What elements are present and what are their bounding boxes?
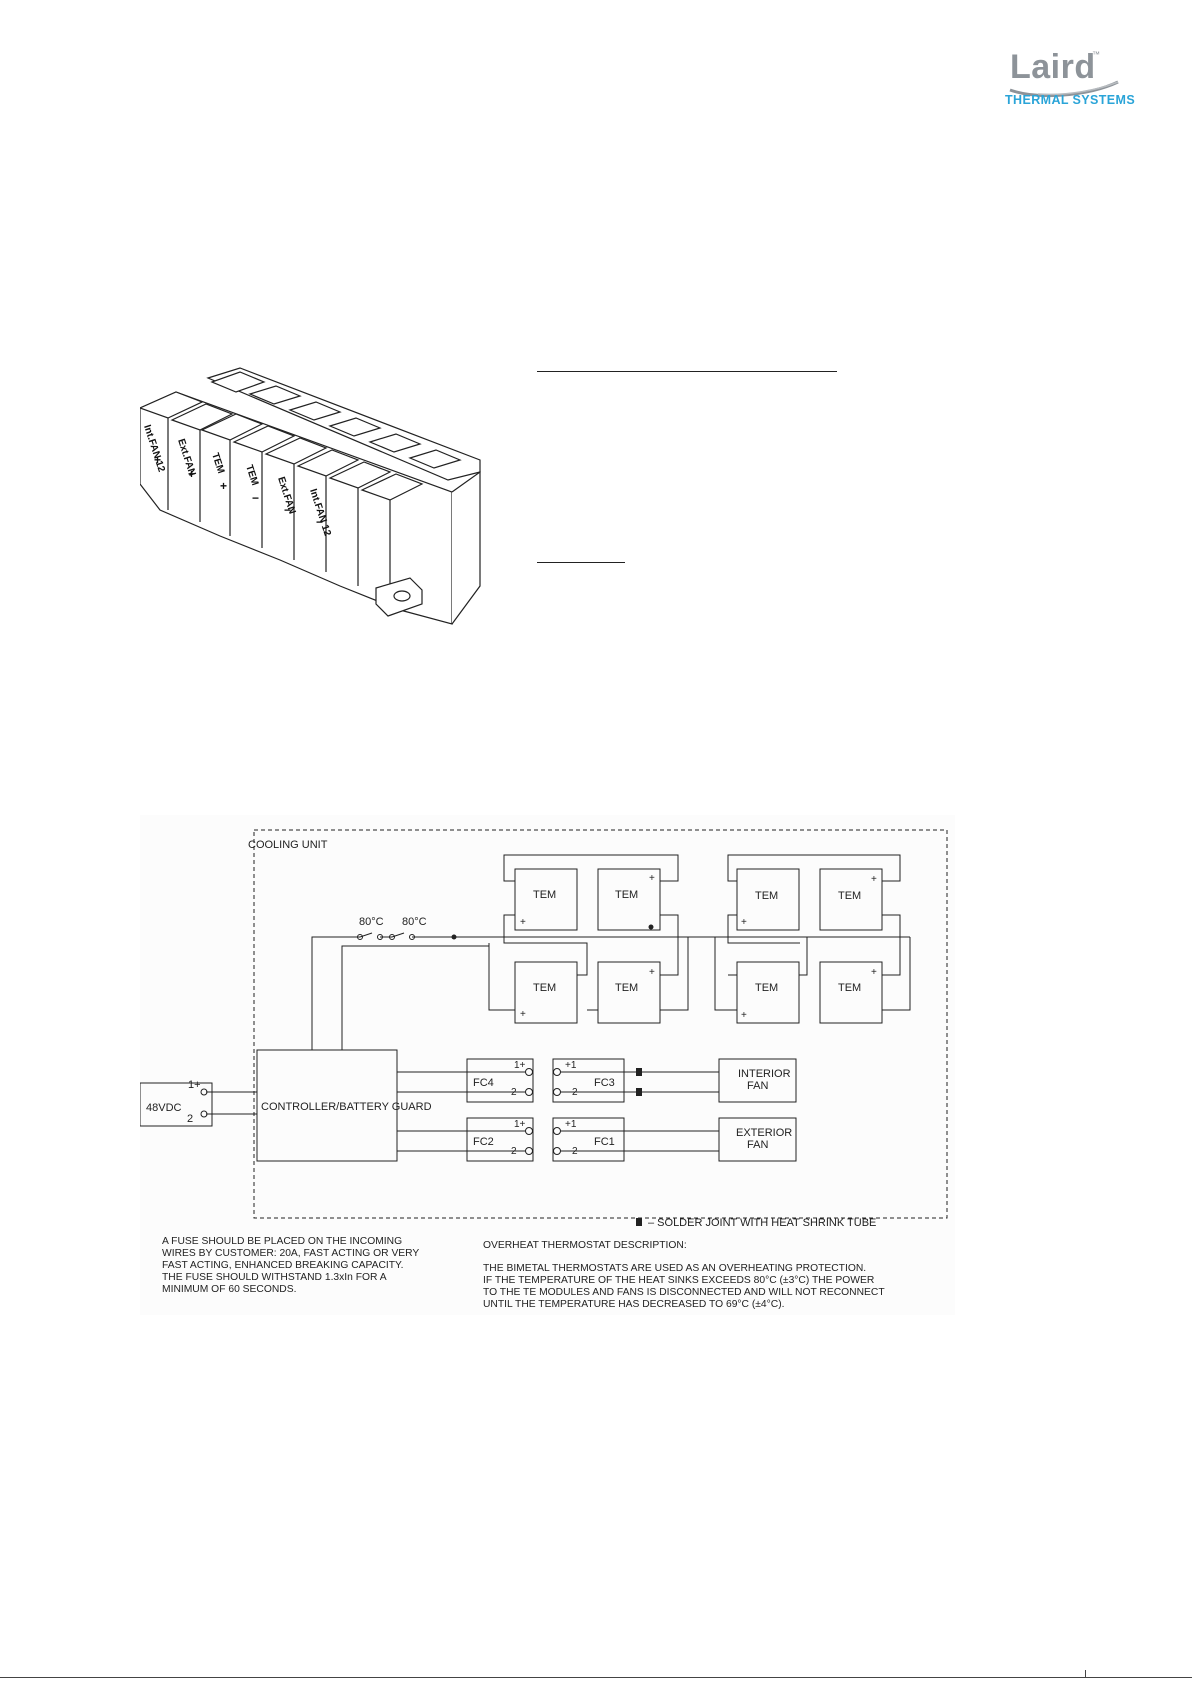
plus-mark: + [871,874,877,885]
tem-label: TEM [755,982,778,994]
terminal-polarity-2: + [188,467,195,481]
plus-mark: + [520,1009,526,1020]
supply-label: 48VDC [146,1102,182,1114]
cooling-unit-label: COOLING UNIT [248,839,328,851]
exterior-fan-label: FAN [747,1139,768,1151]
tem-label: TEM [838,890,861,902]
footer-tick [1085,1670,1086,1678]
fuse-note-line: MINIMUM OF 60 SECONDS. [162,1284,296,1295]
terminal-block-illustration: Int.FAN 12 Ext.FAN TEM TEM Ext.FAN Int.F… [140,367,481,625]
thermostat-label-2: 80°C [402,916,427,928]
plus-mark: + [649,873,655,884]
pin-label: +1 [565,1060,577,1071]
thermostat-note-line: THE BIMETAL THERMOSTATS ARE USED AS AN O… [483,1263,866,1274]
controller-label: CONTROLLER/BATTERY GUARD [261,1101,432,1113]
tem-label: TEM [533,889,556,901]
wiring-diagram: COOLING UNIT 80°C 80°C TEM TEM TEM TEM T… [140,815,955,1315]
fuse-note-line: A FUSE SHOULD BE PLACED ON THE INCOMING [162,1236,402,1247]
fc1-label: FC1 [594,1136,615,1148]
terminal-polarity-5: − [284,503,291,517]
solder-joint-legend-icon [636,1218,642,1226]
tem-label: TEM [755,890,778,902]
fuse-note-line: WIRES BY CUSTOMER: 20A, FAST ACTING OR V… [162,1248,419,1259]
fuse-note-line: FAST ACTING, ENHANCED BREAKING CAPACITY. [162,1260,403,1271]
wiring-diagram-svg: COOLING UNIT 80°C 80°C TEM TEM TEM TEM T… [140,829,948,1310]
plus-mark: + [741,917,747,928]
footer-rule [0,1677,1192,1678]
interior-fan-label: INTERIOR [738,1068,791,1080]
laird-logo: Laird ™ THERMAL SYSTEMS [1000,48,1150,110]
tem-label: TEM [615,889,638,901]
heading-underline [537,371,837,372]
pin-label: 2 [511,1087,517,1098]
tem-label: TEM [838,982,861,994]
tem-label: TEM [533,982,556,994]
thermostat-label-1: 80°C [359,916,384,928]
terminal-polarity-6: − [316,515,323,529]
fc2-label: FC2 [473,1136,494,1148]
subheading-underline [537,562,625,563]
supply-pin-1: 1+ [188,1079,201,1091]
thermostat-note-line: UNTIL THE TEMPERATURE HAS DECREASED TO 6… [483,1299,785,1310]
fc4-label: FC4 [473,1077,494,1089]
fuse-note-line: THE FUSE SHOULD WITHSTAND 1.3xIn FOR A [162,1272,387,1283]
logo-swoosh-icon [1009,80,1119,98]
thermostat-note-line: TO THE TE MODULES AND FANS IS DISCONNECT… [483,1287,885,1298]
tem-label: TEM [615,982,638,994]
pin-label: 2 [572,1087,578,1098]
plus-mark: + [649,967,655,978]
supply-pin-2: 2 [187,1113,193,1125]
plus-mark: + [520,917,526,928]
pin-label: +1 [565,1119,577,1130]
pin-label: 1+ [514,1119,526,1130]
exterior-fan-label: EXTERIOR [736,1127,792,1139]
interior-fan-label: FAN [747,1080,768,1092]
pin-label: 2 [511,1146,517,1157]
terminal-polarity-3: + [220,479,227,493]
thermostat-note-line: IF THE TEMPERATURE OF THE HEAT SINKS EXC… [483,1275,874,1286]
terminal-polarity-1: + [154,453,161,467]
pin-label: 1+ [514,1060,526,1071]
pin-label: 2 [572,1146,578,1157]
solder-joint-legend: – SOLDER JOINT WITH HEAT SHRINK TUBE [648,1217,876,1229]
fc3-label: FC3 [594,1077,615,1089]
logo-trademark: ™ [1092,50,1100,59]
logo-subtitle: THERMAL SYSTEMS [1005,93,1136,107]
logo-wordmark: Laird [1010,48,1096,86]
thermostat-note-title: OVERHEAT THERMOSTAT DESCRIPTION: [483,1240,687,1251]
plus-mark: + [741,1010,747,1021]
plus-mark: + [871,967,877,978]
terminal-polarity-4: − [252,491,259,505]
